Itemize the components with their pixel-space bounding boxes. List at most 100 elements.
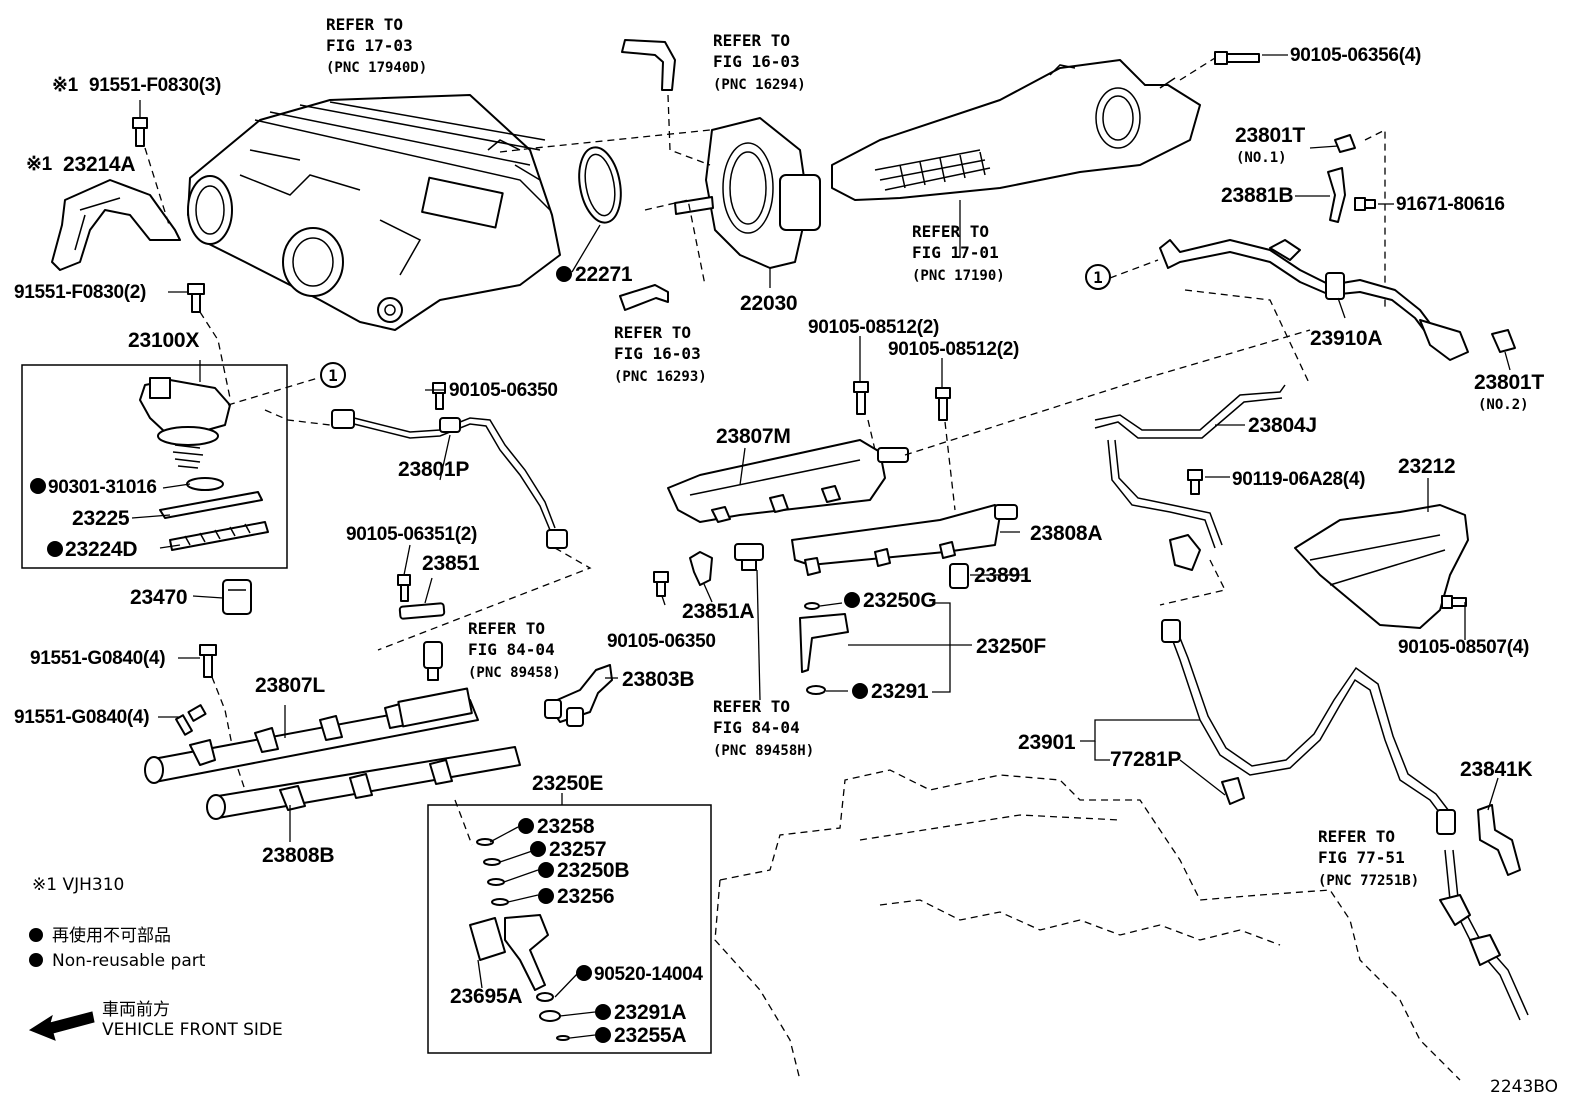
kit-box-23100X (21, 364, 288, 569)
fuel-rail-23808A-drawing (791, 504, 1018, 576)
label-no2: (NO.2) (1478, 397, 1529, 413)
ref-17-01-line1: REFER TO (912, 222, 989, 241)
label-23214A: 23214A (63, 153, 135, 176)
label-23807L: 23807L (255, 674, 325, 697)
clip-23801T-no2-drawing (1491, 329, 1516, 353)
label-23224D: 23224D (65, 538, 137, 561)
bolt-90105-08507-4 (1441, 595, 1467, 609)
fuel-rail-23807L-drawing (144, 687, 479, 784)
label-23808B: 23808B (262, 844, 334, 867)
label-91551-F0830-2: 91551-F0830(2) (14, 282, 146, 303)
bolt-90105-08512-a (853, 381, 869, 415)
ref-84-04-b-line3: (PNC 89458H) (713, 743, 814, 759)
label-90119-06A28-4: 90119-06A28(4) (1232, 469, 1365, 490)
bracket-23841K-drawing (1477, 804, 1521, 876)
fuel-pipe-23801P-drawing (331, 409, 568, 549)
fuel-pipe-23803B-drawing (544, 664, 613, 727)
note-mark-1a: ※1 (52, 75, 79, 96)
ref-77-51-line1: REFER TO (1318, 827, 1395, 846)
ref-16-03-b-line1: REFER TO (614, 323, 691, 342)
fuel-rail-23807M-drawing (667, 439, 909, 523)
cap-23891-drawing (949, 563, 969, 589)
label-90105-06350a: 90105-06350 (449, 380, 558, 401)
fuel-pipe-23804J-drawing (1094, 384, 1286, 571)
clip-23801T-no1-drawing (1334, 134, 1356, 153)
injector-kit-drawing (454, 799, 570, 1041)
label-23291A: 23291A (614, 1001, 686, 1024)
legend-nonreusable-jp: 再使用不可部品 (52, 925, 171, 946)
label-23250F: 23250F (976, 635, 1046, 658)
ref-77-51-line3: (PNC 77251B) (1318, 873, 1419, 889)
label-91551-G0840-4a: 91551-G0840(4) (30, 648, 165, 669)
label-90105-06356-4: 90105-06356(4) (1290, 45, 1421, 66)
label-90105-08512-2b: 90105-08512(2) (888, 339, 1019, 360)
label-23851: 23851 (422, 552, 480, 575)
label-23255A: 23255A (614, 1024, 686, 1047)
svg-text:1: 1 (328, 366, 338, 385)
label-23803B: 23803B (622, 668, 694, 691)
label-23801P: 23801P (398, 458, 469, 481)
legend-dot (29, 928, 43, 942)
nonreusable-dot (538, 888, 554, 904)
ref-17-03-line2: FIG 17-03 (326, 36, 413, 55)
label-23910A: 23910A (1310, 327, 1382, 350)
nonreusable-dot (530, 841, 546, 857)
sensor-89458H-drawing (734, 543, 764, 571)
nonreusable-dot (595, 1027, 611, 1043)
ref-84-04-a-line2: FIG 84-04 (468, 640, 555, 659)
label-90105-08512-2a: 90105-08512(2) (808, 317, 939, 338)
label-91671-80616: 91671-80616 (1396, 194, 1505, 215)
ref-84-04-a-line3: (PNC 89458) (468, 665, 561, 681)
note-mark-1b: ※1 (26, 154, 53, 175)
intake-manifold-drawing (831, 59, 1201, 201)
bolt-91551-F0830-3 (132, 117, 148, 147)
throttle-body-22030-drawing (674, 117, 821, 269)
vehicle-front-arrow-icon (28, 1011, 95, 1041)
hose-16294-drawing (621, 39, 676, 91)
bolt-91551-G0840-4b (175, 704, 207, 736)
cover-23212-drawing (1294, 504, 1469, 629)
ref-17-01-line2: FIG 17-01 (912, 243, 999, 262)
label-23801T-no2: 23801T (1474, 371, 1544, 394)
bracket-23214A-drawing (51, 179, 181, 271)
label-23250E: 23250E (532, 772, 603, 795)
sensor-89458-drawing (423, 641, 443, 681)
nonreusable-dot (852, 683, 868, 699)
label-23100X: 23100X (128, 329, 199, 352)
label-90105-08507-4: 90105-08507(4) (1398, 637, 1529, 658)
label-22030: 22030 (740, 292, 797, 315)
label-91551-F0830-3: 91551-F0830(3) (89, 75, 221, 96)
fuel-rail-23808B-drawing (206, 746, 521, 820)
kit-box-23250E (427, 804, 712, 1054)
label-23257: 23257 (549, 838, 606, 861)
fuel-pipe-23910A-drawing (1159, 239, 1469, 361)
label-23225: 23225 (72, 507, 130, 530)
label-23258: 23258 (537, 815, 595, 838)
legend-note-1: ※1 VJH310 (32, 875, 124, 895)
bolt-90105-06350b (653, 571, 669, 597)
label-90105-06350b: 90105-06350 (607, 631, 716, 652)
hose-77251B-drawing (1439, 849, 1529, 1021)
label-23291: 23291 (871, 680, 929, 703)
label-22271: 22271 (575, 263, 633, 286)
ref-77-51-line2: FIG 77-51 (1318, 848, 1405, 867)
label-90301-31016: 90301-31016 (48, 477, 157, 498)
bolt-90119-06A28-4 (1187, 469, 1203, 495)
legend-front-en: VEHICLE FRONT SIDE (102, 1020, 283, 1040)
nonreusable-dot (844, 592, 860, 608)
bolt-91671-80616 (1354, 197, 1376, 211)
ref-16-03-a-line3: (PNC 16294) (713, 77, 806, 93)
engine-outline-drawing (714, 769, 1461, 1081)
spacer-23851-drawing (398, 602, 446, 620)
nonreusable-dot (556, 266, 572, 282)
label-no1: (NO.1) (1236, 150, 1287, 166)
bolt-91551-F0830-2 (187, 283, 205, 313)
nonreusable-dot (538, 862, 554, 878)
legend-dot (29, 953, 43, 967)
label-23807M: 23807M (716, 425, 791, 448)
svg-text:1: 1 (1093, 268, 1103, 287)
ref-16-03-b-line3: (PNC 16293) (614, 369, 707, 385)
bolt-90105-06350a (432, 382, 446, 410)
ref-16-03-b-line2: FIG 16-03 (614, 344, 701, 363)
